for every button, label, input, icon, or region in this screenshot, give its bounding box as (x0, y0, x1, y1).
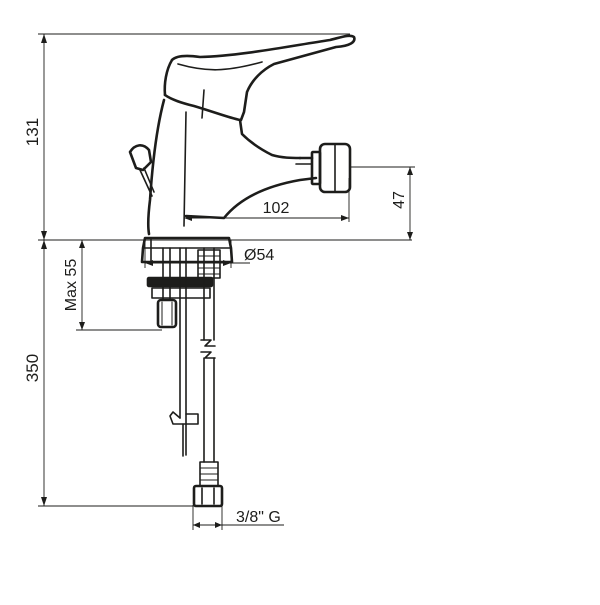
hose-end-nut (192, 484, 224, 508)
dimension-hose-length: 350 (23, 240, 200, 507)
dimension-spout-height: 47 (349, 166, 415, 240)
dimension-total-height: 131 (23, 33, 412, 241)
dimension-base-diameter: Ø54 (144, 240, 274, 268)
dimension-hose-thread: 3/8" G (192, 505, 284, 530)
flexible-hose (200, 247, 216, 463)
spout-reach-label: 102 (263, 200, 290, 217)
hose-upper-connector (197, 249, 221, 279)
max-deck-label: Max 55 (63, 259, 80, 312)
faucet-base (140, 236, 234, 264)
hose-thread-label: 3/8" G (236, 509, 281, 526)
hose-length-label: 350 (23, 354, 42, 382)
fixing-nut (156, 298, 178, 329)
faucet-lever-cap (163, 89, 302, 160)
pop-up-rod (128, 144, 155, 197)
spout-nozzle (295, 142, 352, 194)
faucet-body (147, 98, 318, 236)
total-height-label: 131 (23, 118, 42, 146)
dimension-max-deck: Max 55 (63, 239, 162, 331)
base-diameter-label: Ø54 (244, 247, 274, 264)
hose-lower-ferrule (199, 461, 219, 487)
threaded-rod (162, 247, 171, 301)
drain-rod (169, 247, 199, 457)
spout-height-label: 47 (391, 191, 408, 209)
dimension-spout-reach: 102 (183, 178, 350, 226)
faucet-lever-handle (163, 34, 356, 122)
